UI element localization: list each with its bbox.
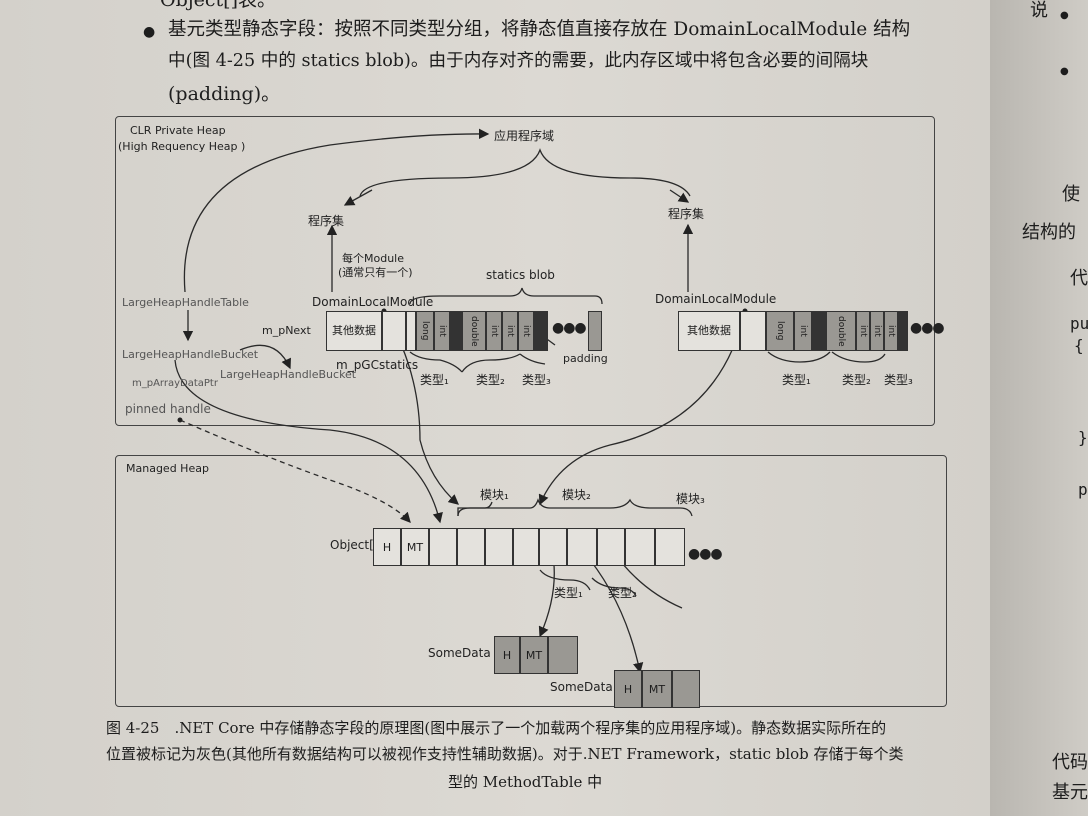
object-h-cell: H [373,528,401,566]
side-text-6: { [1074,336,1084,355]
object-slot-3 [485,528,513,566]
dlm-right-int-cell: int [794,311,812,351]
large-heap-handle-bucket-label: LargeHeapHandleBucket [122,348,259,361]
statics-blob-label: statics blob [486,268,555,282]
m-parraydataptr-label: m_pArrayDataPtr [132,378,218,389]
somedata1-h-cell: H [494,636,520,674]
text-line-1: 基元类型静态字段：按照不同类型分组，将静态值直接存放在 DomainLocalM… [168,19,911,40]
right-type2-label: 类型₂ [842,373,871,387]
dlm-right-pad-cell [812,311,826,351]
somedata2-field-cell [672,670,700,708]
somedata1-mt-cell: MT [520,636,548,674]
object-slot-7 [597,528,625,566]
clr-private-heap-label: CLR Private Heap [130,124,226,137]
pinned-handle-label: pinned handle [125,402,211,416]
side-text-8: p [1078,480,1088,499]
side-text-2: 使 [1062,184,1080,205]
somedata1-label: SomeData [428,646,491,660]
module2-label: 模块₂ [562,488,591,502]
side-bullet-1: ● [1060,10,1069,21]
dlm-left-ellipsis: ●●● [552,320,587,336]
left-type1-label: 类型₁ [420,373,449,387]
module-note-line2: (通常只有一个) [338,266,413,279]
side-text-10: 基元 [1052,782,1088,803]
side-text-5: pu [1070,314,1088,333]
object-slot-9 [655,528,685,566]
book-page [0,0,990,816]
high-frequency-heap-label: (High Requency Heap ) [118,140,246,153]
dlm-left-double-cell: double [462,311,486,351]
object-mt-cell: MT [401,528,429,566]
text-line-0: Object[]表。 [160,0,276,11]
dlm-left-pad-cell [450,311,462,351]
clr-private-heap-region [115,116,935,426]
large-heap-handle-table-label: LargeHeapHandleTable [122,296,249,309]
module1-label: 模块₁ [480,488,509,502]
object-type1-label: 类型₁ [554,586,583,600]
managed-heap-region [115,455,947,707]
figure-caption-line1: 图 4-25 .NET Core 中存储静态字段的原理图(图中展示了一个加载两个… [106,719,887,737]
dlm-left-other-data: 其他数据 [326,311,382,351]
dlm-left-int-cell: int [434,311,450,351]
dlm-left-padding-cell [588,311,602,351]
dlm-right-double-cell: double [826,311,856,351]
dlm-right-int4-cell: int [884,311,898,351]
right-type1-label: 类型₁ [782,373,811,387]
object-slot-5 [539,528,567,566]
dlm-right-ellipsis: ●●● [910,320,945,336]
m-pgcstatics-label: m_pGCstatics [336,358,419,372]
somedata2-h-cell: H [614,670,642,708]
dlm-right-other-data: 其他数据 [678,311,740,351]
text-line-3: (padding)。 [168,83,281,105]
side-bullet-2: ● [1060,66,1069,77]
managed-heap-label: Managed Heap [126,462,209,475]
assembly-right-label: 程序集 [668,207,705,221]
dlm-left-spacer [406,311,416,351]
dlm-left-pad2-cell [534,311,548,351]
dlm-right-long-cell: long [766,311,794,351]
left-type3-label: 类型₃ [522,373,551,387]
dlm-right-int3-cell: int [870,311,884,351]
object-ellipsis: ●●● [688,546,723,562]
dlm-left-int3-cell: int [502,311,518,351]
side-text-4: 代 [1070,268,1088,289]
text-line-2: 中(图 4-25 中的 statics blob)。由于内存对齐的需要，此内存区… [168,51,869,71]
adjacent-page [990,0,1088,816]
object-slot-8 [625,528,655,566]
somedata2-label: SomeData [550,680,613,694]
dlm-right-label: DomainLocalModule [655,292,777,306]
large-heap-handle-bucket2-label: LargeHeapHandleBucket [220,368,357,381]
object-array-label: Object[] [330,538,379,552]
object-slot-4 [513,528,539,566]
assembly-left-label: 程序集 [308,214,345,228]
side-text-7: } [1078,428,1088,447]
module-note-line1: 每个Module [342,252,404,265]
somedata1-field-cell [548,636,578,674]
side-text-9: 代码 [1052,752,1088,773]
module3-label: 模块₃ [676,492,705,506]
padding-label: padding [563,352,608,365]
figure-caption-line2: 位置被标记为灰色(其他所有数据结构可以被视作支持性辅助数据)。对于.NET Fr… [106,745,904,763]
dlm-left-label: DomainLocalModule [312,295,434,309]
m-pnext-label: m_pNext [262,324,311,337]
bullet-dot: ● [143,24,156,40]
object-slot-1 [429,528,457,566]
dlm-right-pad2-cell [898,311,908,351]
object-slot-6 [567,528,597,566]
right-type3-label: 类型₃ [884,373,913,387]
dlm-left-int2-cell: int [486,311,502,351]
dlm-left-long-cell: long [416,311,434,351]
left-type2-label: 类型₂ [476,373,505,387]
figure-caption-line3: 型的 MethodTable 中 [448,773,603,791]
dlm-right-int2-cell: int [856,311,870,351]
side-text-3: 结构的 [1022,222,1076,243]
object-type2-label: 类型₂ [608,586,637,600]
dlm-left-int4-cell: int [518,311,534,351]
dlm-right-gcstatics-cell [740,311,766,351]
object-slot-2 [457,528,485,566]
side-text-1: 说 [1030,0,1048,21]
somedata2-mt-cell: MT [642,670,672,708]
dlm-left-gcstatics-cell [382,311,406,351]
app-domain-label: 应用程序域 [494,129,555,143]
